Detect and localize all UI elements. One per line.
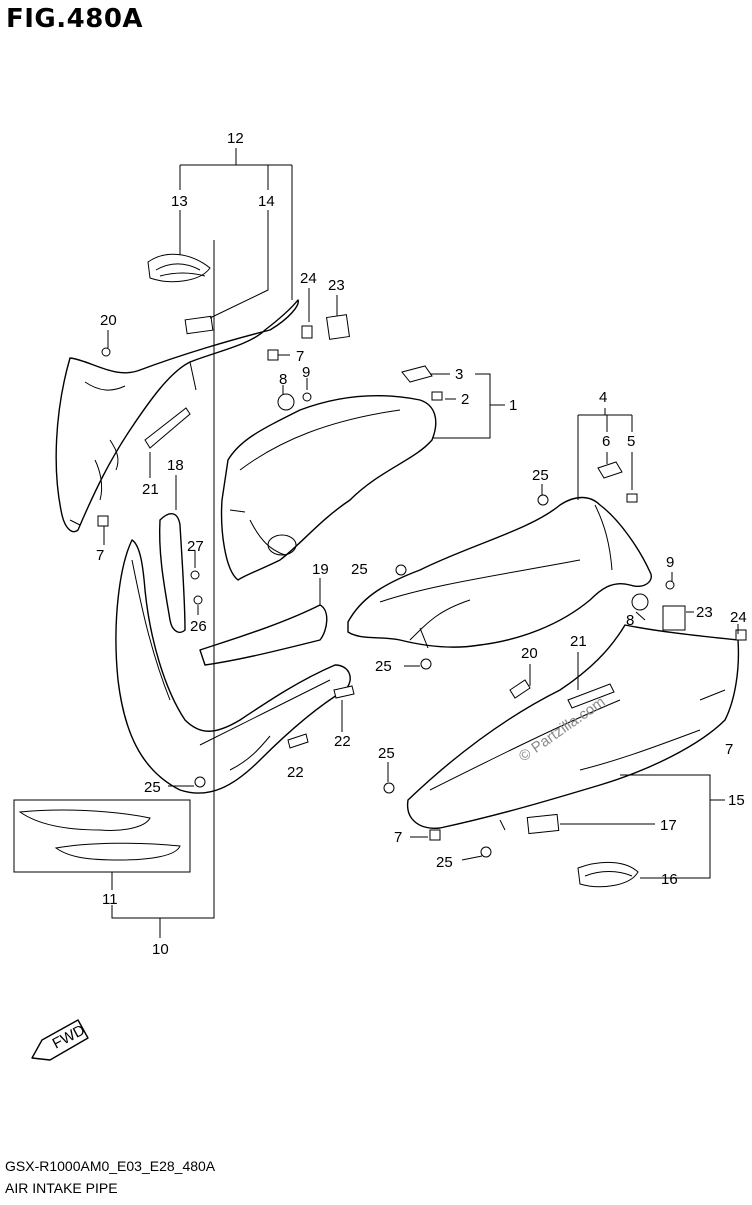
leader-lines: [103, 148, 739, 938]
callout-10: 10: [152, 941, 169, 958]
figure-title: FIG.480A: [6, 4, 144, 34]
callout-15: 15: [728, 792, 745, 809]
decal-21-right: [567, 683, 615, 709]
air-intake-pipe-right: [347, 496, 652, 649]
left-upper-cowl: [55, 299, 299, 533]
nut-7-left: [97, 515, 109, 527]
fwd-arrow: FWD: [31, 1019, 89, 1061]
emblem-13: [147, 253, 211, 283]
bracket-18: [158, 513, 186, 633]
callout-1: 1: [509, 397, 517, 414]
bolt-9-right: [665, 580, 675, 590]
callout-27: 27: [187, 538, 204, 555]
decal-11-lower: [54, 842, 181, 861]
callout-17: 17: [660, 817, 677, 834]
bolt-27: [190, 570, 200, 580]
callout-7-top: 7: [296, 348, 304, 365]
callout-9-top: 9: [302, 364, 310, 381]
label-6: [597, 461, 623, 479]
callout-16: 16: [661, 871, 678, 888]
callout-26: 26: [190, 618, 207, 635]
callout-5: 5: [627, 433, 635, 450]
callout-7-right: 7: [394, 829, 402, 846]
nut-7-right: [429, 829, 441, 841]
emblem-16: [577, 861, 639, 888]
callout-20-right: 20: [521, 645, 538, 662]
screw-25-lower: [420, 658, 432, 670]
callout-24-top: 24: [300, 270, 317, 287]
decal-17: [526, 813, 560, 835]
callout-22-b: 22: [287, 764, 304, 781]
clip-24-top: [301, 325, 313, 339]
screw-25-mid: [395, 564, 407, 576]
clip-24-right: [735, 629, 747, 641]
nut-7-top: [267, 349, 279, 361]
callout-25-lower: 25: [375, 658, 392, 675]
callout-7-far-right: 7: [725, 741, 733, 758]
callout-12: 12: [227, 130, 244, 147]
pad-23-top: [326, 314, 350, 340]
callout-13: 13: [171, 193, 188, 210]
callout-21-right: 21: [570, 633, 587, 650]
section-name: AIR INTAKE PIPE: [5, 1180, 118, 1196]
callout-6: 6: [602, 433, 610, 450]
pad-23-right: [662, 605, 686, 631]
callout-8-top: 8: [279, 371, 287, 388]
callout-23-right: 23: [696, 604, 713, 621]
callout-19: 19: [312, 561, 329, 578]
callout-25-right-b: 25: [436, 854, 453, 871]
callout-20-left: 20: [100, 312, 117, 329]
callout-21-left: 21: [142, 481, 159, 498]
callout-11: 11: [102, 891, 118, 908]
bolt-9-top: [302, 392, 312, 402]
label-2: [431, 391, 443, 401]
screw-25-upper: [537, 494, 549, 506]
callout-25-mid: 25: [351, 561, 368, 578]
decal-11-upper: [18, 809, 151, 831]
callout-25-left-lower: 25: [144, 779, 161, 796]
screw-20-left: [101, 347, 111, 357]
bolt-26: [193, 595, 203, 605]
right-lower-cowl: [406, 624, 740, 831]
label-5: [626, 493, 638, 503]
screw-25-right-b: [480, 846, 492, 858]
callout-labels: 12 13 14 24 23 20 7 8 9 3 2 1 4 6 5 21 1…: [96, 130, 747, 958]
decal-22-a: [333, 685, 355, 699]
bracket-19: [199, 604, 328, 666]
screw-25-left-lower: [194, 776, 206, 788]
callout-22-a: 22: [334, 733, 351, 750]
decal-22-b: [287, 733, 309, 749]
callout-8-right: 8: [626, 612, 634, 629]
bracket-20-right: [509, 679, 531, 699]
decal-21-left: [144, 407, 191, 449]
callout-9-right: 9: [666, 554, 674, 571]
callout-2: 2: [461, 391, 469, 408]
callout-7-left: 7: [96, 547, 104, 564]
callout-4: 4: [599, 389, 607, 406]
label-3: [401, 365, 433, 383]
callout-18: 18: [167, 457, 184, 474]
callout-25-upper: 25: [532, 467, 549, 484]
callout-23-top: 23: [328, 277, 345, 294]
screw-25-right-a: [383, 782, 395, 794]
model-code: GSX-R1000AM0_E03_E28_480A: [5, 1158, 216, 1174]
decal-14: [184, 315, 214, 335]
callout-25-right-a: 25: [378, 745, 395, 762]
air-intake-pipe-left: [220, 395, 437, 581]
callout-14: 14: [258, 193, 275, 210]
grommet-8-right: [631, 593, 649, 611]
grommet-8-top: [277, 393, 295, 411]
callout-24-right: 24: [730, 609, 747, 626]
callout-3: 3: [455, 366, 463, 383]
